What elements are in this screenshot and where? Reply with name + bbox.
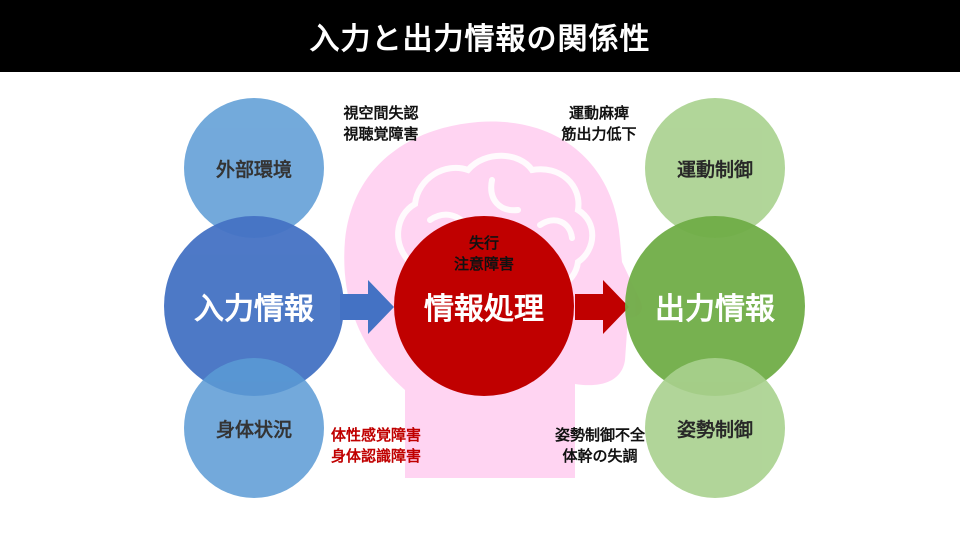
perception-disorders-note: 視空間失認 視聴覚障害 [343,104,419,143]
external-environment-node: 外部環境 [184,98,324,238]
input-information-label: 入力情報 [194,292,314,327]
motor-disorders-note: 運動麻痺 筋出力低下 [561,104,637,143]
page-title: 入力と出力情報の関係性 [0,0,960,72]
body-status-node: 身体状況 [184,358,324,498]
external-environment-label: 外部環境 [215,158,292,181]
motor-control-label: 運動制御 [676,158,753,181]
arrow-input-to-processing [340,280,394,334]
posture-control-node: 姿勢制御 [645,358,785,498]
executive-attention-note: 失行 注意障害 [453,234,514,273]
posture-control-label: 姿勢制御 [676,418,753,441]
body-status-label: 身体状況 [215,418,292,441]
motor-control-node: 運動制御 [645,98,785,238]
information-processing-node: 情報処理 [394,216,574,396]
arrow-processing-to-output [575,280,629,334]
information-processing-label: 情報処理 [424,292,544,327]
postural-disorders-note: 姿勢制御不全 体幹の失調 [554,426,645,465]
somatosensory-disorders-note: 体性感覚障害 身体認識障害 [330,426,421,465]
output-information-label: 出力情報 [655,292,775,327]
